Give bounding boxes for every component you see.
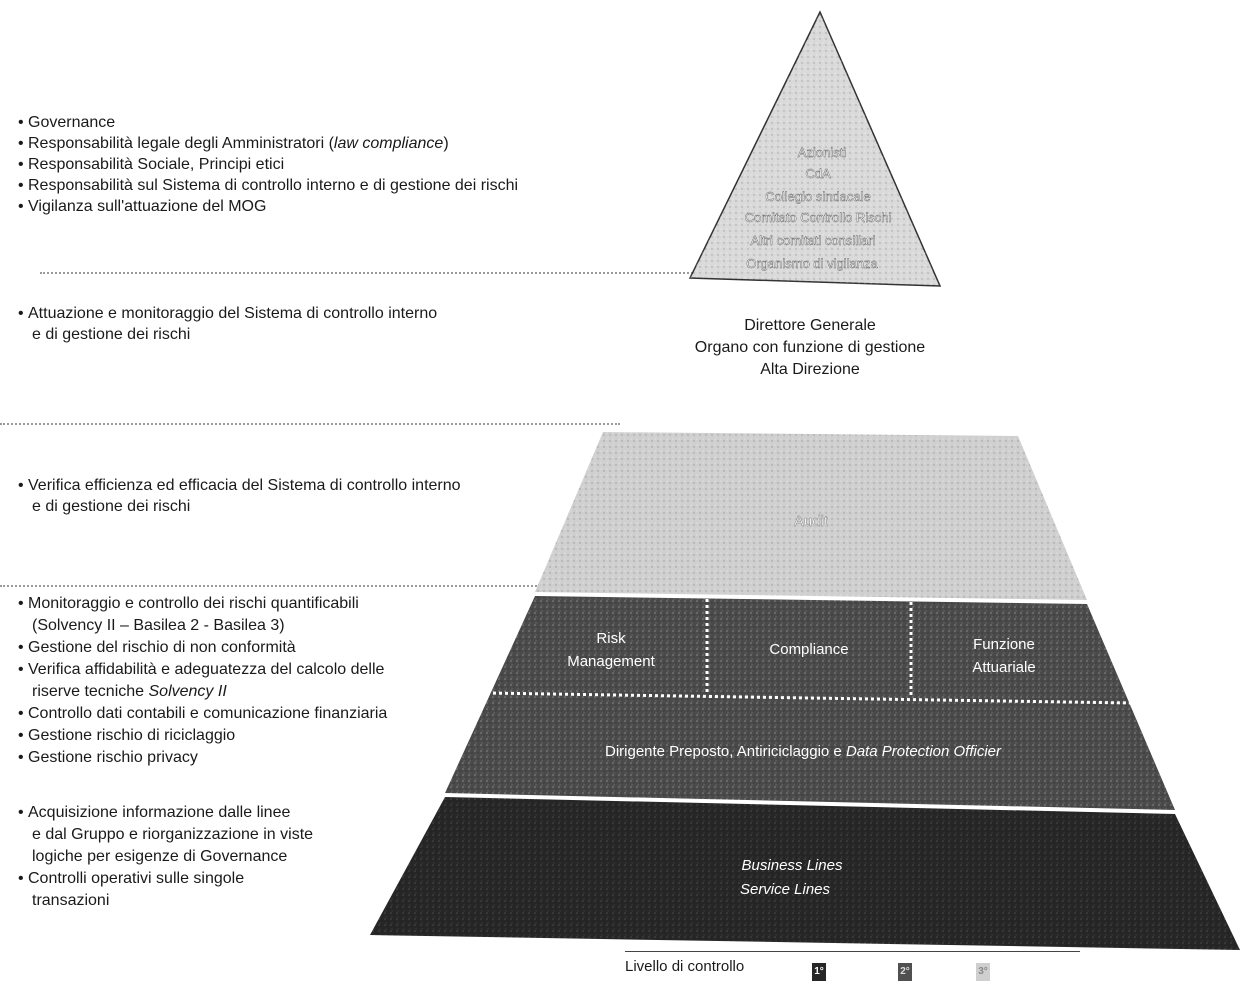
bullet-item: Monitoraggio e controllo dei rischi quan… [18,593,387,637]
bullet-item: Verifica efficienza ed efficacia del Sis… [18,475,461,517]
bullet-item: Verifica affidabilità e adeguatezza del … [18,659,387,703]
separator-line [0,585,540,587]
bullet-item: Controlli operativi sulle singoletransaz… [18,868,313,912]
governance-bullets: Governance Responsabilità legale degli A… [18,112,518,217]
first-level-band [370,797,1240,950]
management-labels: Direttore Generale Organo con funzione d… [660,315,960,381]
compliance-label: Compliance [769,641,848,658]
bullet-item: Gestione rischio di riciclaggio [18,725,387,747]
bullet-item: Governance [18,112,518,133]
bullet-item: Responsabilità sul Sistema di controllo … [18,175,518,196]
management-label: Alta Direzione [760,361,860,378]
apex-label: Azionisti [798,145,847,160]
audit-band [535,432,1087,600]
management-label: Direttore Generale [744,317,876,334]
apex-label: Collegio sindacale [765,189,871,204]
audit-label: Audit [794,513,829,530]
separator-line [0,423,620,425]
legend-swatch-level-1: 1° [812,963,826,981]
apex-label: Comitato Controllo Rischi [745,210,892,225]
management-bullets: Attuazione e monitoraggio del Sistema di… [18,303,437,345]
bullet-item: Gestione del rischio di non conformità [18,637,387,659]
actuarial-label: Attuariale [972,659,1035,676]
legend-swatch-level-2: 2° [898,963,912,981]
dirigente-label: Dirigente Preposto, Antiriciclaggio e Da… [605,743,1002,760]
legend-rule [625,951,1080,952]
bullet-item: Responsabilità Sociale, Principi etici [18,154,518,175]
legend-label: Livello di controllo [625,958,745,975]
bullet-item: Responsabilità legale degli Amministrato… [18,133,518,154]
separator-line [40,272,700,274]
risk-management-label: Risk [596,630,626,647]
bullet-item: Gestione rischio privacy [18,747,387,769]
apex-triangle [688,10,942,287]
bullet-item: Vigilanza sull'attuazione del MOG [18,196,518,217]
audit-bullets: Verifica efficienza ed efficacia del Sis… [18,475,461,517]
service-lines-label: Service Lines [740,881,831,898]
actuarial-label: Funzione [973,636,1035,653]
bullet-item: Controllo dati contabili e comunicazione… [18,703,387,725]
business-lines-label: Business Lines [742,857,843,874]
risk-management-label: Management [567,653,655,670]
legend-swatch-level-3: 3° [976,963,990,981]
management-label: Organo con funzione di gestione [694,339,926,356]
bullet-item: Attuazione e monitoraggio del Sistema di… [18,303,437,345]
apex-label: CdA [805,166,831,181]
second-level-band [445,596,1175,810]
apex-label: Organismo di vigilanza [746,256,878,271]
second-level-bullets: Monitoraggio e controllo dei rischi quan… [18,593,387,769]
apex-label: Altri comitati consiliari [751,233,876,248]
